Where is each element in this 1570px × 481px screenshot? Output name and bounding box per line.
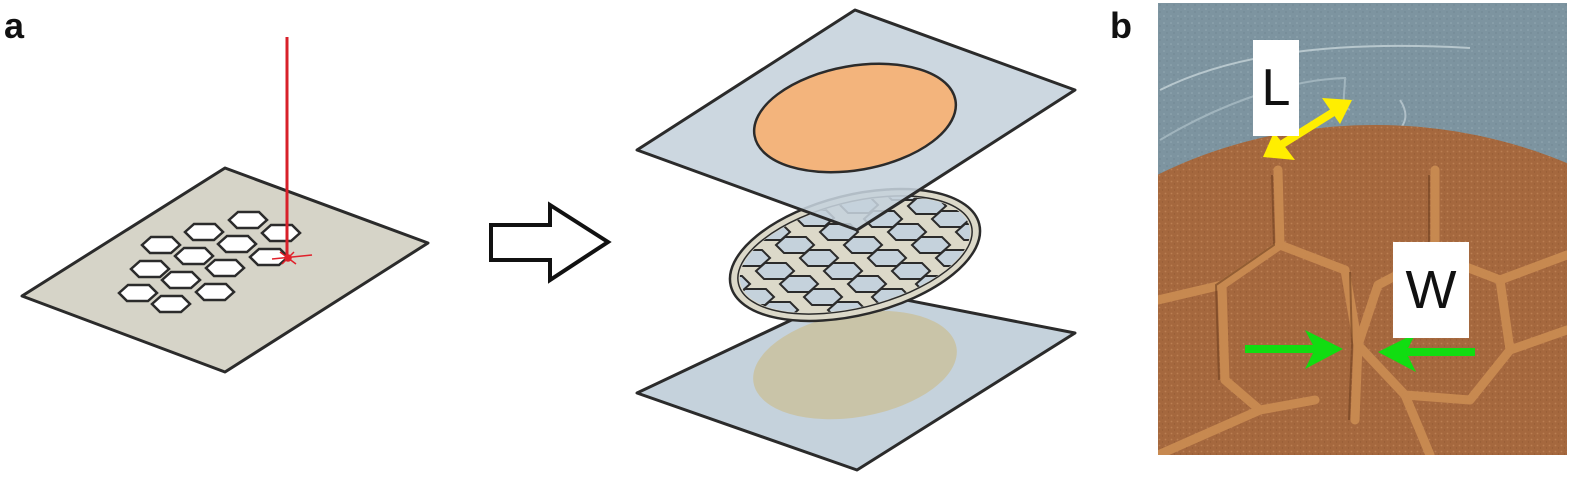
panel-label-b: b <box>1110 5 1132 46</box>
panel-label-a: a <box>4 5 25 46</box>
width-label: W <box>1393 242 1469 338</box>
length-label: L <box>1253 40 1299 136</box>
laser-spot-icon <box>271 251 313 265</box>
top-electrode-sheet <box>635 8 1077 232</box>
width-arrows-icon <box>1245 330 1475 372</box>
laser-beam <box>271 37 313 265</box>
process-arrow-icon <box>489 201 612 284</box>
honeycomb-mesh-disc <box>727 175 983 332</box>
mesh-photo <box>1158 3 1567 455</box>
length-arrow-icon <box>1263 98 1352 160</box>
bottom-disc <box>753 310 957 420</box>
bottom-electrode-sheet <box>635 288 1077 472</box>
top-disc <box>752 62 958 174</box>
